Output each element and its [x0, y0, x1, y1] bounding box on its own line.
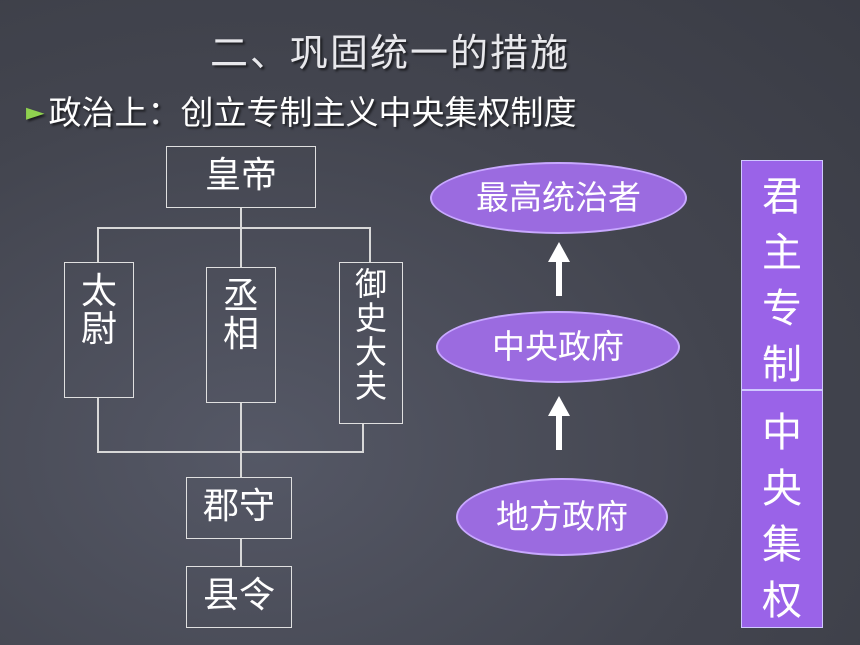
central-government-oval: 中央政府: [436, 311, 680, 383]
local-government-oval: 地方政府: [456, 478, 668, 556]
arrow-up-icon: [548, 396, 570, 450]
connector-line: [362, 424, 364, 452]
arrow-up-icon: [548, 242, 570, 296]
connector-line: [240, 208, 242, 228]
slide-title: 二、巩固统一的措施: [209, 31, 570, 75]
connector-line: [97, 451, 364, 453]
central-authority-label: 中央集权: [741, 390, 823, 628]
emperor-box: 皇帝: [166, 146, 316, 208]
connector-line: [240, 227, 242, 267]
monarchy-autocracy-label: 君主专制: [741, 160, 823, 390]
supreme-ruler-oval: 最高统治者: [430, 162, 687, 234]
connector-line: [240, 403, 242, 477]
connector-line: [97, 398, 99, 452]
bullet-arrow-icon: ►: [26, 98, 45, 126]
chengxiang-box: 丞相: [206, 267, 276, 403]
connector-line: [97, 227, 99, 262]
subtitle-line: ►政治上：创立专制主义中央集权制度: [26, 86, 576, 134]
connector-line: [240, 539, 242, 566]
xianling-box: 县令: [186, 566, 292, 628]
connector-line: [97, 227, 371, 229]
junshou-box: 郡守: [186, 477, 292, 539]
connector-line: [369, 227, 371, 262]
subtitle-text: 政治上：创立专制主义中央集权制度: [48, 93, 577, 132]
taiwei-box: 太尉: [64, 262, 134, 398]
yushi-dafu-box: 御史大夫: [339, 262, 403, 424]
